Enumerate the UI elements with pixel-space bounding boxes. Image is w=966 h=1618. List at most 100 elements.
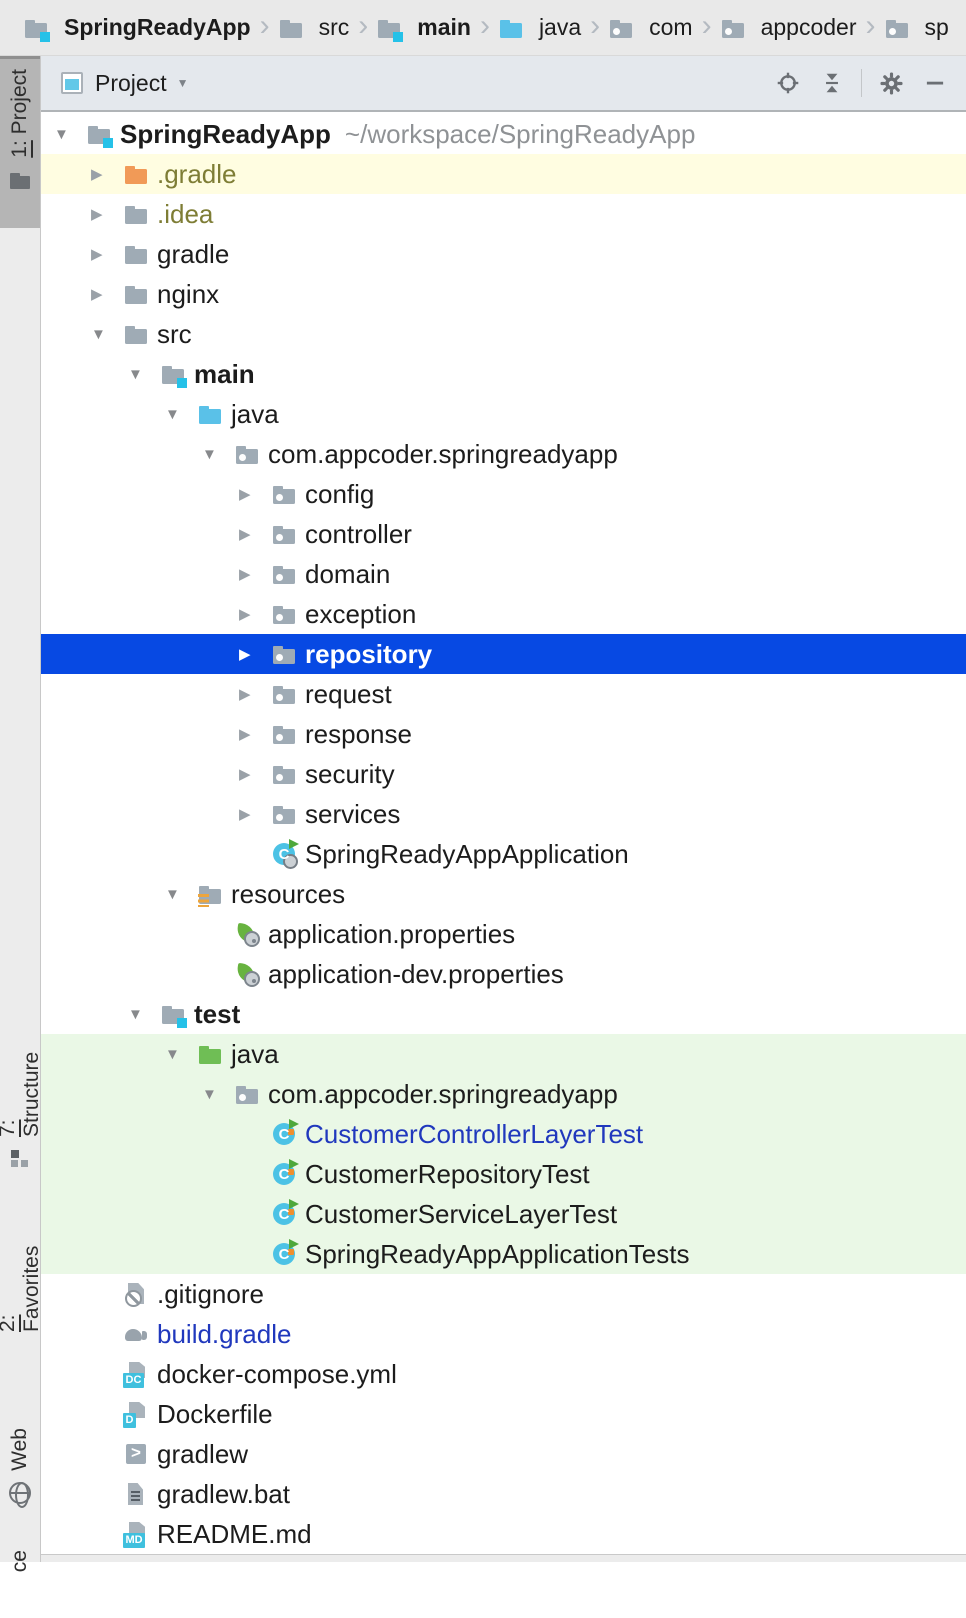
expand-toggle-icon[interactable]	[126, 1006, 161, 1023]
toolbar-separator	[861, 69, 862, 97]
tree-row-build-gradle[interactable]: build.gradle	[41, 1314, 966, 1354]
package-icon	[272, 602, 296, 626]
expand-toggle-icon[interactable]	[237, 765, 272, 783]
breadcrumb-item-springreadyapp[interactable]: SpringReadyApp	[24, 14, 251, 41]
tree-row-request[interactable]: request	[41, 674, 966, 714]
expand-toggle-icon[interactable]	[200, 446, 235, 463]
tree-row-idea[interactable]: .idea	[41, 194, 966, 234]
expand-toggle-icon[interactable]	[237, 485, 272, 503]
expand-toggle-icon[interactable]	[89, 165, 124, 183]
tree-row-gitignore[interactable]: .gitignore	[41, 1274, 966, 1314]
breadcrumb-item-src[interactable]: src	[279, 14, 350, 41]
tree-row-java[interactable]: java	[41, 394, 966, 434]
tree-row-springreadyappapplicationtests[interactable]: SpringReadyAppApplicationTests	[41, 1234, 966, 1274]
class-test-icon	[272, 1122, 296, 1146]
chevron-down-icon[interactable]: ▼	[177, 76, 189, 90]
tree-row-domain[interactable]: domain	[41, 554, 966, 594]
tree-item-label: SpringReadyAppApplication	[305, 839, 629, 870]
class-test-icon	[272, 1242, 296, 1266]
tree-item-label: response	[305, 719, 412, 750]
tree-row-gradlew-bat[interactable]: gradlew.bat	[41, 1474, 966, 1514]
expand-toggle-icon[interactable]	[237, 645, 272, 663]
tree-row-com-appcoder-springreadyapp[interactable]: com.appcoder.springreadyapp	[41, 434, 966, 474]
tree-row-application-properties[interactable]: application.properties	[41, 914, 966, 954]
tree-item-label: domain	[305, 559, 390, 590]
hide-button[interactable]	[920, 68, 950, 98]
tool-window-tab-7-structure[interactable]: 7: Structure	[0, 1026, 40, 1171]
tree-row-gradle[interactable]: gradle	[41, 234, 966, 274]
locate-button[interactable]	[773, 68, 803, 98]
collapse-all-button[interactable]	[817, 68, 847, 98]
breadcrumb-separator: ›	[349, 11, 377, 45]
tree-row-readme-md[interactable]: README.md	[41, 1514, 966, 1554]
tree-row-resources[interactable]: resources	[41, 874, 966, 914]
tool-window-tab-1-project[interactable]: 1: Project	[0, 56, 40, 228]
expand-toggle-icon[interactable]	[237, 725, 272, 743]
expand-toggle-icon[interactable]	[200, 1086, 235, 1103]
breadcrumb-item-com[interactable]: com	[609, 14, 692, 41]
tree-row-nginx[interactable]: nginx	[41, 274, 966, 314]
tree-row-exception[interactable]: exception	[41, 594, 966, 634]
expand-toggle-icon[interactable]	[237, 805, 272, 823]
settings-button[interactable]	[876, 68, 906, 98]
package-icon	[235, 442, 259, 466]
breadcrumb-item-appcoder[interactable]: appcoder	[721, 14, 857, 41]
tree-item-label: application-dev.properties	[268, 959, 564, 990]
expand-toggle-icon[interactable]	[237, 525, 272, 543]
tool-window-tab-web[interactable]: Web	[0, 1418, 40, 1500]
tree-row-gradlew[interactable]: gradlew	[41, 1434, 966, 1474]
tree-row-com-appcoder-springreadyapp[interactable]: com.appcoder.springreadyapp	[41, 1074, 966, 1114]
expand-toggle-icon[interactable]	[163, 1046, 198, 1063]
tool-window-tab-label: ce	[8, 1550, 32, 1572]
expand-toggle-icon[interactable]	[126, 366, 161, 383]
tree-row-test[interactable]: test	[41, 994, 966, 1034]
folder-test-icon	[198, 1042, 222, 1066]
project-panel-header: Project ▼	[41, 56, 966, 112]
breadcrumb-item-main[interactable]: main	[377, 14, 471, 41]
tool-window-tab-ce[interactable]: ce	[0, 1540, 40, 1618]
tree-row-customercontrollerlayertest[interactable]: CustomerControllerLayerTest	[41, 1114, 966, 1154]
tree-item-label: request	[305, 679, 392, 710]
expand-toggle-icon[interactable]	[163, 886, 198, 903]
breadcrumb-item-sp[interactable]: sp	[885, 14, 949, 41]
tree-row-application-dev-properties[interactable]: application-dev.properties	[41, 954, 966, 994]
tree-row-services[interactable]: services	[41, 794, 966, 834]
breadcrumb-item-icon	[24, 16, 48, 40]
tree-row-main[interactable]: main	[41, 354, 966, 394]
tree-row-config[interactable]: config	[41, 474, 966, 514]
tree-row-java[interactable]: java	[41, 1034, 966, 1074]
tool-window-tab-label: Web	[8, 1428, 32, 1471]
package-icon	[272, 722, 296, 746]
tree-row-docker-compose-yml[interactable]: docker-compose.yml	[41, 1354, 966, 1394]
expand-toggle-icon[interactable]	[89, 205, 124, 223]
expand-toggle-icon[interactable]	[237, 605, 272, 623]
package-icon	[272, 802, 296, 826]
expand-toggle-icon[interactable]	[89, 245, 124, 263]
tree-row-dockerfile[interactable]: Dockerfile	[41, 1394, 966, 1434]
tree-row-controller[interactable]: controller	[41, 514, 966, 554]
tree-row-repository[interactable]: repository	[41, 634, 966, 674]
expand-toggle-icon[interactable]	[52, 126, 87, 143]
tree-row-src[interactable]: src	[41, 314, 966, 354]
file-badge-icon	[124, 1402, 148, 1426]
tree-row-gradle[interactable]: .gradle	[41, 154, 966, 194]
tree-row-customerservicelayertest[interactable]: CustomerServiceLayerTest	[41, 1194, 966, 1234]
folder-module-icon	[161, 1002, 185, 1026]
breadcrumb-item-java[interactable]: java	[499, 14, 581, 41]
tool-window-tab-2-favorites[interactable]: 2: Favorites	[0, 1221, 40, 1366]
tree-item-label: src	[157, 319, 192, 350]
folder-excluded-icon	[124, 162, 148, 186]
expand-toggle-icon[interactable]	[163, 406, 198, 423]
tree-row-customerrepositorytest[interactable]: CustomerRepositoryTest	[41, 1154, 966, 1194]
tree-row-springreadyappapplication[interactable]: SpringReadyAppApplication	[41, 834, 966, 874]
expand-toggle-icon[interactable]	[237, 565, 272, 583]
tree-item-label: services	[305, 799, 400, 830]
tree-row-response[interactable]: response	[41, 714, 966, 754]
breadcrumb-separator: ›	[251, 11, 279, 45]
expand-toggle-icon[interactable]	[237, 685, 272, 703]
tree-row-springreadyapp[interactable]: SpringReadyApp ~/workspace/SpringReadyAp…	[41, 114, 966, 154]
expand-toggle-icon[interactable]	[89, 326, 124, 343]
tree-item-label: controller	[305, 519, 412, 550]
tree-row-security[interactable]: security	[41, 754, 966, 794]
expand-toggle-icon[interactable]	[89, 285, 124, 303]
